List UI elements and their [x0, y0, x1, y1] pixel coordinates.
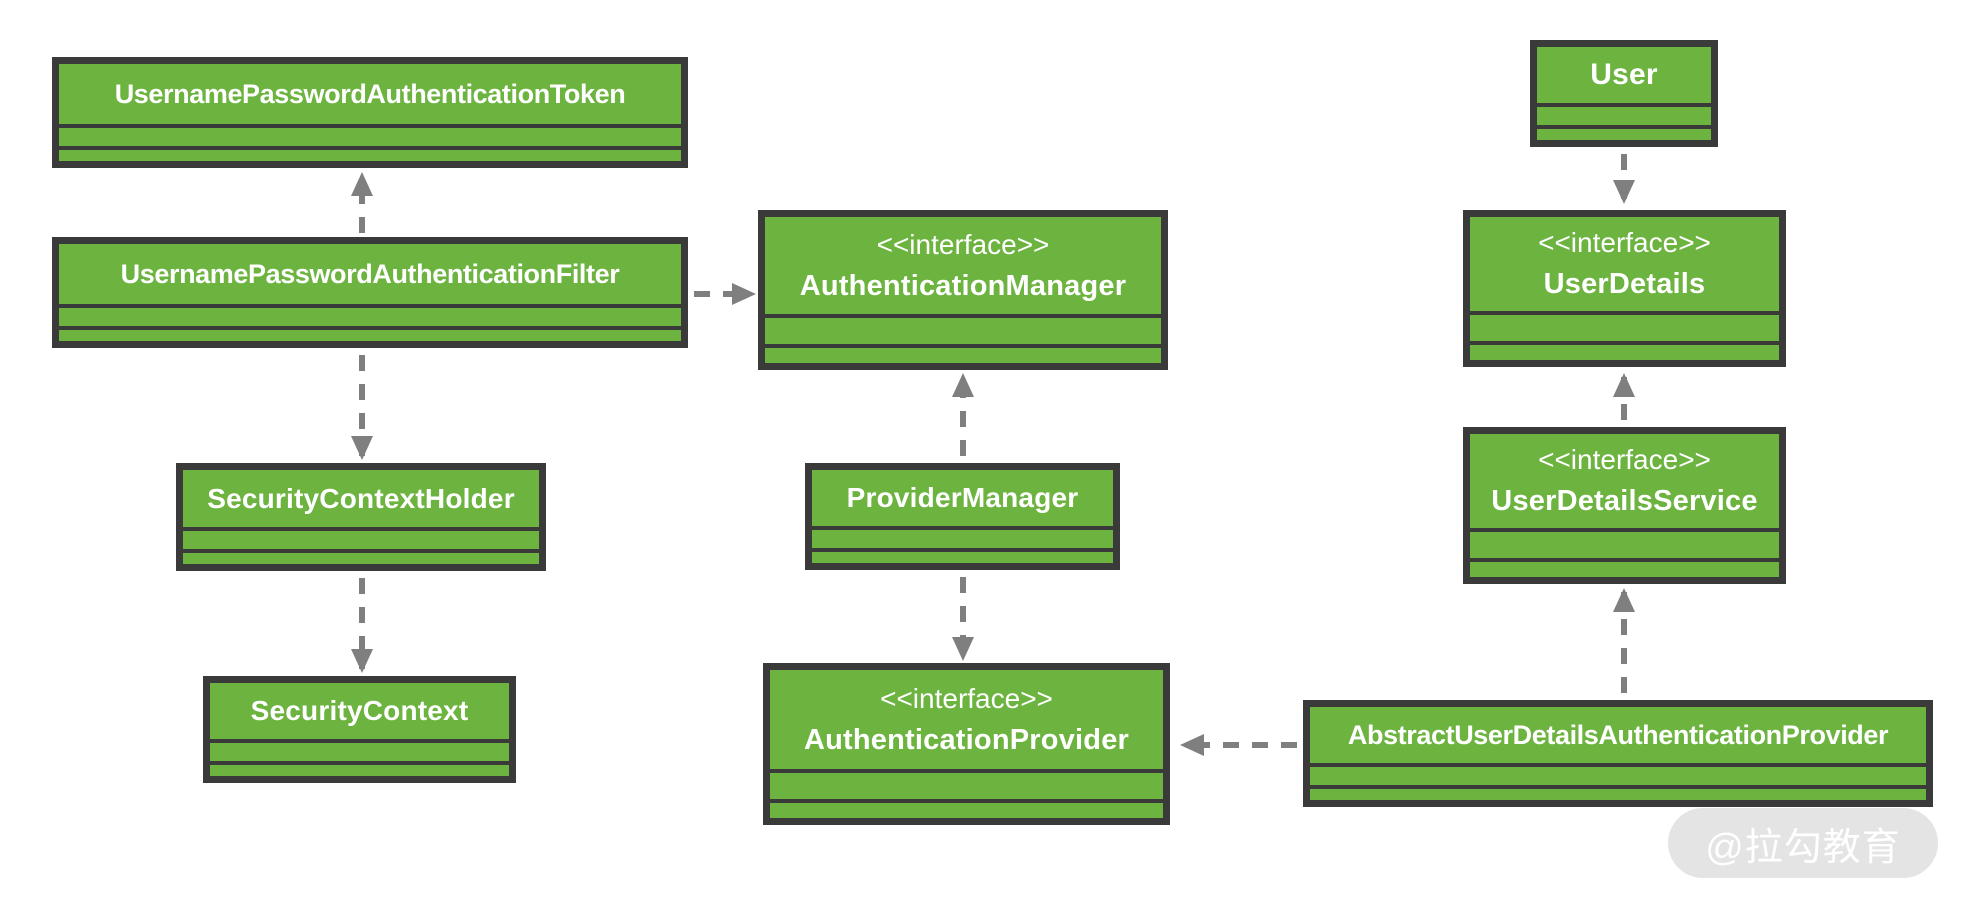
- class-title-abstract-user-details-authentication-provider: AbstractUserDetailsAuthenticationProvide…: [1310, 707, 1926, 763]
- attributes-compartment: [1470, 311, 1779, 341]
- watermark-badge: @拉勾教育: [1668, 808, 1938, 878]
- attributes-compartment: [183, 527, 539, 549]
- class-box-username-password-authentication-token: UsernamePasswordAuthenticationToken: [52, 57, 688, 168]
- class-name: UsernamePasswordAuthenticationToken: [114, 78, 626, 109]
- methods-compartment: [812, 548, 1113, 563]
- class-box-username-password-authentication-filter: UsernamePasswordAuthenticationFilter: [52, 237, 688, 348]
- class-box-authentication-manager: <<interface>> AuthenticationManager: [758, 210, 1168, 370]
- class-name: SecurityContextHolder: [207, 482, 515, 514]
- class-title-provider-manager: ProviderManager: [812, 470, 1113, 526]
- methods-compartment: [183, 549, 539, 564]
- class-name: AuthenticationProvider: [803, 723, 1130, 756]
- class-title-user-details-service: <<interface>> UserDetailsService: [1470, 434, 1779, 528]
- class-title-authentication-manager: <<interface>> AuthenticationManager: [765, 217, 1161, 314]
- attributes-compartment: [59, 304, 681, 326]
- stereotype-label: <<interface>>: [880, 682, 1053, 714]
- class-title-security-context-holder: SecurityContextHolder: [183, 470, 539, 527]
- class-name: AuthenticationManager: [799, 269, 1127, 302]
- stereotype-label: <<interface>>: [1538, 444, 1711, 475]
- class-name: UserDetails: [1543, 268, 1706, 300]
- class-name: UserDetailsService: [1491, 485, 1758, 517]
- class-name: ProviderManager: [846, 482, 1079, 513]
- attributes-compartment: [1537, 103, 1711, 125]
- methods-compartment: [1470, 558, 1779, 577]
- class-title-username-password-authentication-token: UsernamePasswordAuthenticationToken: [59, 64, 681, 124]
- attributes-compartment: [1310, 763, 1926, 785]
- watermark-text: @拉勾教育: [1705, 826, 1901, 869]
- methods-compartment: [1470, 341, 1779, 360]
- class-title-username-password-authentication-filter: UsernamePasswordAuthenticationFilter: [59, 244, 681, 304]
- methods-compartment: [59, 326, 681, 341]
- class-title-authentication-provider: <<interface>> AuthenticationProvider: [770, 670, 1163, 769]
- attributes-compartment: [59, 124, 681, 146]
- attributes-compartment: [1470, 528, 1779, 558]
- methods-compartment: [1310, 785, 1926, 800]
- class-name: AbstractUserDetailsAuthenticationProvide…: [1347, 719, 1889, 750]
- class-name: User: [1590, 58, 1658, 91]
- class-title-security-context: SecurityContext: [210, 683, 509, 739]
- class-name: SecurityContext: [250, 695, 469, 726]
- class-box-user-details-service: <<interface>> UserDetailsService: [1463, 427, 1786, 584]
- stereotype-label: <<interface>>: [1538, 227, 1711, 258]
- class-box-security-context: SecurityContext: [203, 676, 516, 783]
- methods-compartment: [59, 146, 681, 161]
- attributes-compartment: [812, 526, 1113, 548]
- class-box-abstract-user-details-authentication-provider: AbstractUserDetailsAuthenticationProvide…: [1303, 700, 1933, 807]
- class-box-provider-manager: ProviderManager: [805, 463, 1120, 570]
- class-box-authentication-provider: <<interface>> AuthenticationProvider: [763, 663, 1170, 825]
- class-box-user-details: <<interface>> UserDetails: [1463, 210, 1786, 367]
- class-title-user-details: <<interface>> UserDetails: [1470, 217, 1779, 311]
- methods-compartment: [770, 799, 1163, 818]
- attributes-compartment: [210, 739, 509, 761]
- class-name: UsernamePasswordAuthenticationFilter: [120, 258, 620, 289]
- class-box-security-context-holder: SecurityContextHolder: [176, 463, 546, 571]
- attributes-compartment: [770, 769, 1163, 799]
- stereotype-label: <<interface>>: [876, 228, 1050, 260]
- class-title-user: User: [1537, 47, 1711, 103]
- methods-compartment: [765, 344, 1161, 363]
- methods-compartment: [210, 761, 509, 776]
- methods-compartment: [1537, 125, 1711, 140]
- attributes-compartment: [765, 314, 1161, 344]
- class-box-user: User: [1530, 40, 1718, 147]
